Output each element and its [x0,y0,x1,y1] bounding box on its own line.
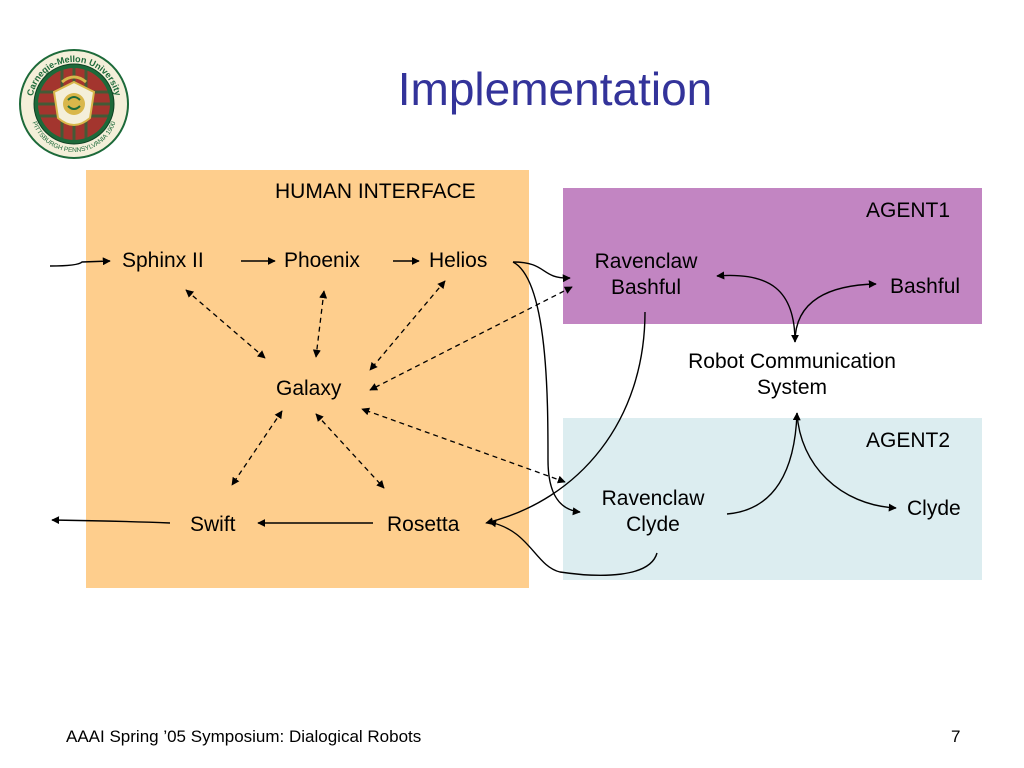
ravenclaw-clyde-line1: Ravenclaw [601,487,705,510]
sphinx-galaxy-dashed-arrow [185,289,266,359]
clyde-comm-link [796,412,897,512]
agent2-label: AGENT2 [866,429,951,452]
rosetta-node: Rosetta [387,513,460,536]
helios-galaxy-dashed-arrow [369,280,446,371]
human-interface-label: HUMAN INTERFACE [275,180,476,203]
ravenclaw-bashful-line2: Bashful [610,276,682,300]
ravenclaw-bashful-line1: Ravenclaw [594,250,698,273]
footer-text: AAAI Spring ’05 Symposium: Dialogical Ro… [66,727,422,746]
page-number: 7 [951,727,961,746]
ravenclaw-bashful-to-rosetta-arrow [485,311,646,526]
phoenix-node: Phoenix [284,249,360,272]
swift-output-arrow [51,516,171,525]
input-arrow [49,257,111,267]
ravenclaw-clyde-comm-arrow [726,412,801,515]
robot-communication-system-node: Robot Communication System [652,349,932,402]
robot-comm-line2: System [756,376,827,400]
university-logo: Carnegie-Mellon University PITTSBURGH PE… [19,49,129,159]
ravenclaw-clyde-line2: Clyde [626,513,680,537]
ravenclaw-bashful-comm-arrow [716,271,799,343]
robot-comm-line1: Robot Communication [688,350,896,373]
ravenclaw-clyde-node: Ravenclaw Clyde [580,486,726,539]
helios-node: Helios [429,249,488,272]
ravenclaw-clyde-galaxy-dashed-arrow [361,407,566,484]
helios-to-ravenclaw-bashful-arrow [512,261,571,283]
ravenclaw-bashful-node: Ravenclaw Bashful [573,249,719,302]
agent1-label: AGENT1 [866,199,951,222]
phoenix-galaxy-dashed-arrow [312,290,328,358]
galaxy-rosetta-dashed-arrow [315,413,385,489]
ravenclaw-clyde-to-rosetta-arrow [488,519,658,576]
bashful-comm-link [794,280,877,343]
swift-node: Swift [190,513,236,536]
slide-title: Implementation [397,63,713,115]
ravenclaw-bashful-galaxy-dashed-arrow [369,286,573,391]
sphinx-ii-node: Sphinx II [122,249,204,272]
agent2-box [563,418,982,580]
galaxy-swift-dashed-arrow [231,410,283,486]
galaxy-node: Galaxy [276,377,342,400]
bashful-node: Bashful [890,275,961,298]
clyde-node: Clyde [907,497,961,520]
